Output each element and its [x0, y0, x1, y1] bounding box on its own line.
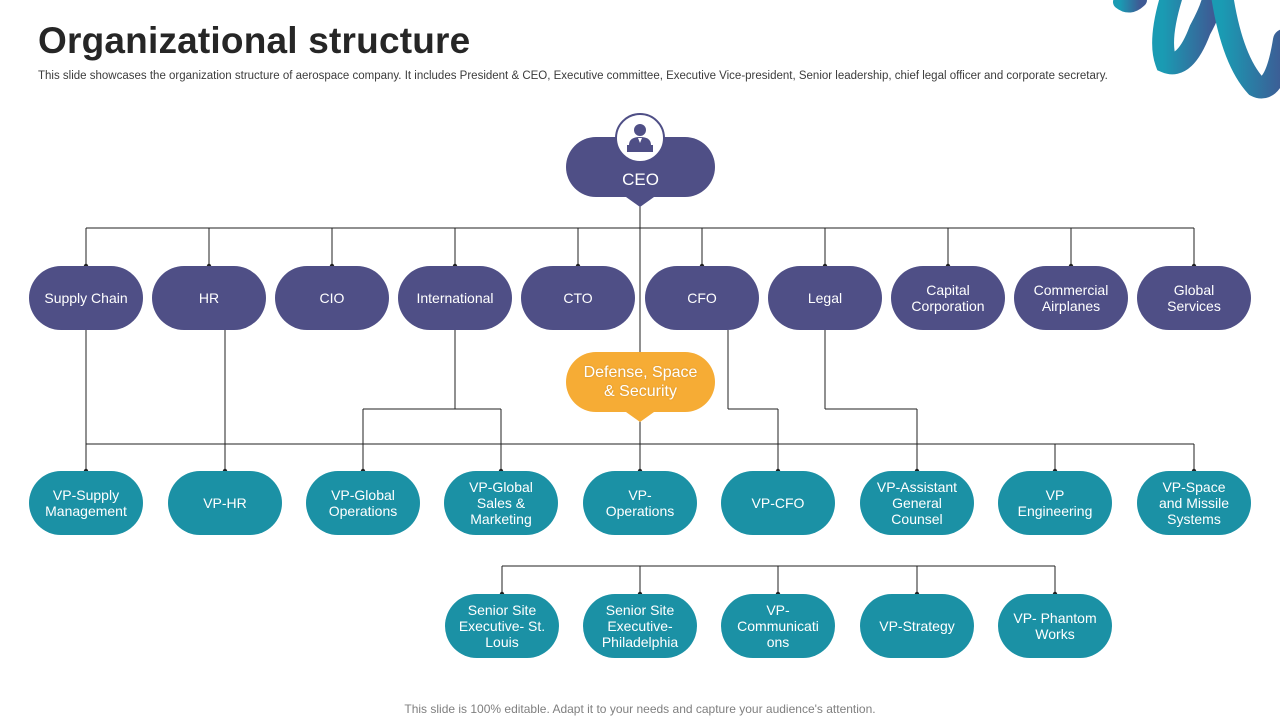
vp-node-cfo[interactable]: VP-CFO — [721, 471, 835, 535]
businessman-icon — [615, 113, 665, 163]
exec-node-hr[interactable]: HR — [152, 266, 266, 330]
page-title: Organizational structure — [38, 20, 471, 61]
decorative-brush-stroke — [1113, 0, 1280, 99]
exec-node-supply-chain[interactable]: Supply Chain — [29, 266, 143, 330]
exec-label: HR — [198, 290, 220, 306]
defense-label: Defense, Space& Security — [583, 364, 698, 400]
defense-space-security-node[interactable]: Defense, Space& Security — [566, 352, 715, 412]
exec-node-international[interactable]: International — [398, 266, 512, 330]
footer-note: This slide is 100% editable. Adapt it to… — [404, 702, 876, 716]
exec-label: Supply Chain — [44, 290, 128, 306]
senior-node-strategy[interactable]: VP-Strategy — [860, 594, 974, 658]
exec-node-cfo[interactable]: CFO — [645, 266, 759, 330]
page-subtitle: This slide showcases the organization st… — [38, 70, 1108, 82]
exec-node-cto[interactable]: CTO — [521, 266, 635, 330]
senior-label: VP-Strategy — [879, 618, 955, 634]
ceo-label: CEO — [622, 170, 659, 189]
exec-label: CTO — [563, 290, 593, 306]
exec-label: CIO — [319, 290, 345, 306]
exec-label: Legal — [807, 290, 843, 306]
exec-node-legal[interactable]: Legal — [768, 266, 882, 330]
vp-label: VP-CFO — [751, 495, 805, 511]
vp-label: VP-HR — [203, 495, 247, 511]
exec-label: CFO — [687, 290, 717, 306]
exec-node-cio[interactable]: CIO — [275, 266, 389, 330]
vp-label: VP-Operations — [605, 487, 675, 519]
vp-node-hr[interactable]: VP-HR — [168, 471, 282, 535]
vp-node-operations[interactable]: VP-Operations — [583, 471, 697, 535]
exec-label: International — [416, 290, 494, 306]
